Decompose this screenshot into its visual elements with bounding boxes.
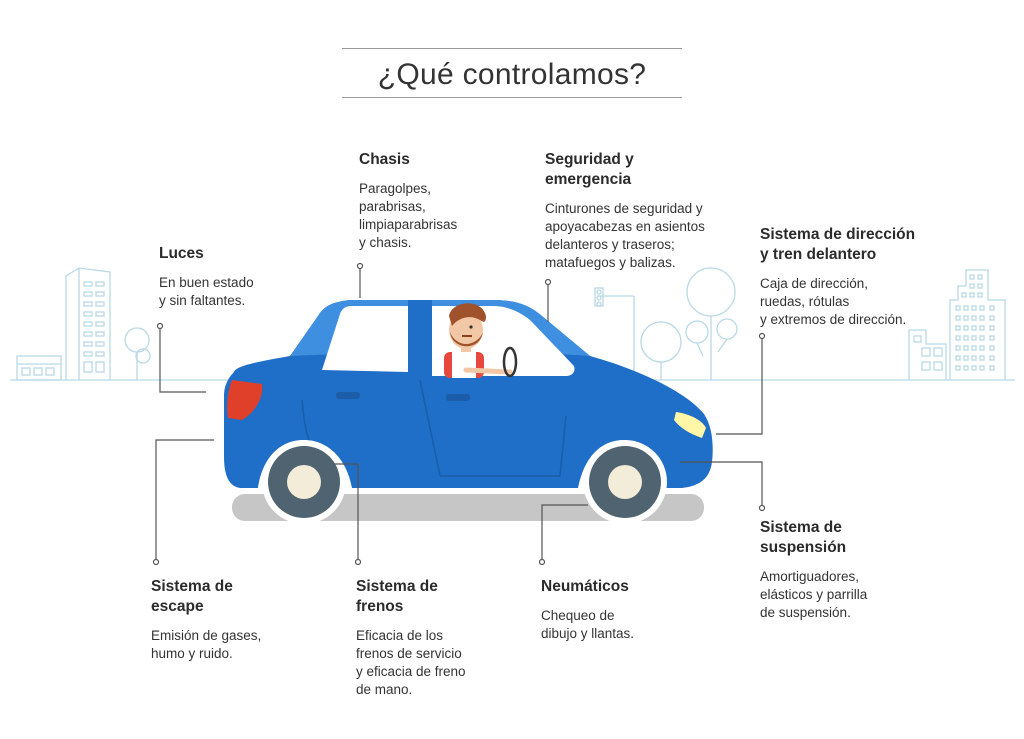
text-line: limpiaparabrisas bbox=[359, 217, 458, 232]
callout-luces: Luces En buen estado y sin faltantes. bbox=[159, 244, 329, 310]
text-line: Eficacia de los bbox=[356, 628, 444, 643]
callout-heading: Sistema de suspensión bbox=[760, 518, 950, 558]
leader-dot-suspension bbox=[758, 504, 766, 512]
heading-line: emergencia bbox=[545, 171, 632, 188]
leader-dot-luces bbox=[156, 322, 164, 330]
callout-seguridad: Seguridad y emergencia Cinturones de seg… bbox=[545, 150, 750, 272]
callout-escape: Sistema de escape Emisión de gases, humo… bbox=[151, 577, 321, 663]
title-bottom-rule bbox=[342, 97, 682, 98]
text-line: En buen estado bbox=[159, 275, 254, 290]
heading-line: Chasis bbox=[359, 151, 410, 168]
callout-heading: Sistema de frenos bbox=[356, 577, 526, 617]
text-line: Emisión de gases, bbox=[151, 628, 262, 643]
text-line: Chequeo de bbox=[541, 608, 615, 623]
text-line: matafuegos y balizas. bbox=[545, 255, 676, 270]
text-line: y extremos de dirección. bbox=[760, 312, 907, 327]
text-line: de mano. bbox=[356, 682, 413, 697]
leader-frenos bbox=[334, 463, 359, 562]
leader-dot-frenos bbox=[354, 558, 362, 566]
callout-text: Amortiguadores, elásticos y parrilla de … bbox=[760, 568, 950, 622]
leader-dot-chasis bbox=[356, 262, 364, 270]
leader-suspension bbox=[680, 461, 763, 508]
text-line: Amortiguadores, bbox=[760, 569, 860, 584]
leader-dot-escape bbox=[152, 558, 160, 566]
text-line: delanteros y traseros; bbox=[545, 237, 675, 252]
leader-dot-direccion bbox=[758, 332, 766, 340]
tail-light bbox=[227, 380, 263, 420]
callout-text: En buen estado y sin faltantes. bbox=[159, 274, 329, 310]
text-line: parabrisas, bbox=[359, 199, 426, 214]
text-line: dibujo y llantas. bbox=[541, 626, 635, 641]
page-title: ¿Qué controlamos? bbox=[377, 58, 647, 91]
heading-line: escape bbox=[151, 598, 204, 615]
text-line: Caja de dirección, bbox=[760, 276, 869, 291]
title-top-rule bbox=[342, 48, 682, 49]
skyline-right bbox=[594, 267, 1006, 380]
callout-heading: Sistema de dirección y tren delantero bbox=[760, 225, 960, 265]
text-line: y eficacia de freno bbox=[356, 664, 466, 679]
callout-direccion: Sistema de dirección y tren delantero Ca… bbox=[760, 225, 960, 329]
rear-window bbox=[322, 306, 408, 372]
leader-dot-neumaticos bbox=[538, 558, 546, 566]
leader-dot-seguridad bbox=[544, 278, 552, 286]
heading-line: frenos bbox=[356, 598, 404, 615]
text-line: de suspensión. bbox=[760, 605, 851, 620]
callout-suspension: Sistema de suspensión Amortiguadores, el… bbox=[760, 518, 950, 622]
callout-text: Emisión de gases, humo y ruido. bbox=[151, 627, 321, 663]
heading-line: Seguridad y bbox=[545, 151, 634, 168]
text-line: Cinturones de seguridad y bbox=[545, 201, 703, 216]
text-line: frenos de servicio bbox=[356, 646, 462, 661]
heading-line: Luces bbox=[159, 245, 204, 262]
text-line: apoyacabezas en asientos bbox=[545, 219, 705, 234]
text-line: ruedas, rótulas bbox=[760, 294, 850, 309]
callout-text: Caja de dirección, ruedas, rótulas y ext… bbox=[760, 275, 960, 329]
callout-frenos: Sistema de frenos Eficacia de los frenos… bbox=[356, 577, 526, 699]
leader-luces bbox=[159, 326, 206, 393]
driver-figure bbox=[444, 303, 518, 378]
callout-text: Paragolpes, parabrisas, limpiaparabrisas… bbox=[359, 180, 519, 252]
heading-line: Sistema de bbox=[151, 578, 233, 595]
text-line: elásticos y parrilla bbox=[760, 587, 868, 602]
leader-neumaticos bbox=[541, 504, 588, 562]
callout-heading: Neumáticos bbox=[541, 577, 711, 597]
leader-direccion bbox=[716, 336, 763, 435]
heading-line: suspensión bbox=[760, 539, 847, 556]
callout-text: Cinturones de seguridad y apoyacabezas e… bbox=[545, 200, 750, 272]
text-line: Paragolpes, bbox=[359, 181, 432, 196]
car-shadow bbox=[232, 494, 704, 521]
callout-chasis: Chasis Paragolpes, parabrisas, limpiapar… bbox=[359, 150, 519, 252]
leader-escape bbox=[155, 439, 214, 562]
heading-line: y tren delantero bbox=[760, 246, 877, 263]
headlight bbox=[674, 412, 706, 438]
callout-heading: Chasis bbox=[359, 150, 519, 170]
text-line: humo y ruido. bbox=[151, 646, 233, 661]
callout-heading: Luces bbox=[159, 244, 329, 264]
rear-wheel bbox=[262, 440, 346, 524]
heading-line: Sistema de bbox=[760, 519, 842, 536]
heading-line: Sistema de dirección bbox=[760, 226, 916, 243]
callout-heading: Seguridad y emergencia bbox=[545, 150, 750, 190]
callout-neumaticos: Neumáticos Chequeo de dibujo y llantas. bbox=[541, 577, 711, 643]
front-wheel bbox=[583, 440, 667, 524]
heading-line: Neumáticos bbox=[541, 578, 629, 595]
heading-line: Sistema de bbox=[356, 578, 438, 595]
text-line: y chasis. bbox=[359, 235, 412, 250]
callout-heading: Sistema de escape bbox=[151, 577, 321, 617]
callout-text: Chequeo de dibujo y llantas. bbox=[541, 607, 711, 643]
text-line: y sin faltantes. bbox=[159, 293, 246, 308]
callout-text: Eficacia de los frenos de servicio y efi… bbox=[356, 627, 526, 699]
